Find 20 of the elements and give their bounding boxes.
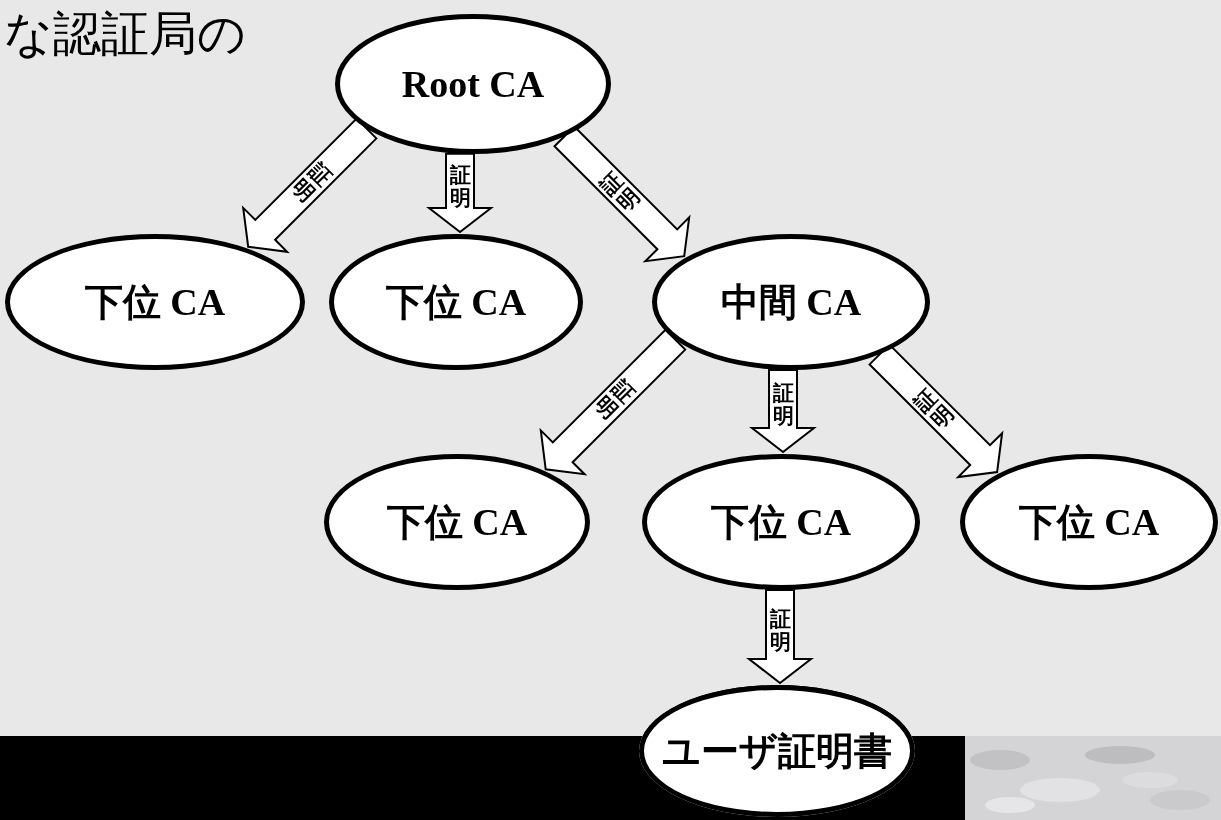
edge-label: 証明 — [591, 376, 639, 425]
node-label: 下位 CA — [386, 499, 528, 545]
slide-title: な認証局の — [4, 4, 246, 63]
edge-label: 証明 — [596, 168, 644, 216]
node-label: 中間 CA — [720, 279, 862, 325]
edge-label: 証明 — [772, 381, 794, 429]
block-arrow — [746, 589, 814, 685]
node-label: 下位 CA — [385, 279, 527, 325]
node-label: ユーザ証明書 — [662, 727, 892, 775]
block-arrow — [426, 152, 494, 234]
block-arrow — [241, 117, 378, 254]
edge-label: 証明 — [910, 385, 958, 433]
node-label: 下位 CA — [1018, 499, 1160, 545]
node-label: Root CA — [401, 62, 545, 106]
node-label: 下位 CA — [710, 499, 852, 545]
edge-label: 証明 — [769, 607, 791, 654]
node-label: 下位 CA — [84, 279, 226, 325]
block-arrow — [749, 368, 817, 454]
edge-label: 証明 — [449, 163, 471, 211]
edge-label: 証明 — [287, 159, 336, 208]
